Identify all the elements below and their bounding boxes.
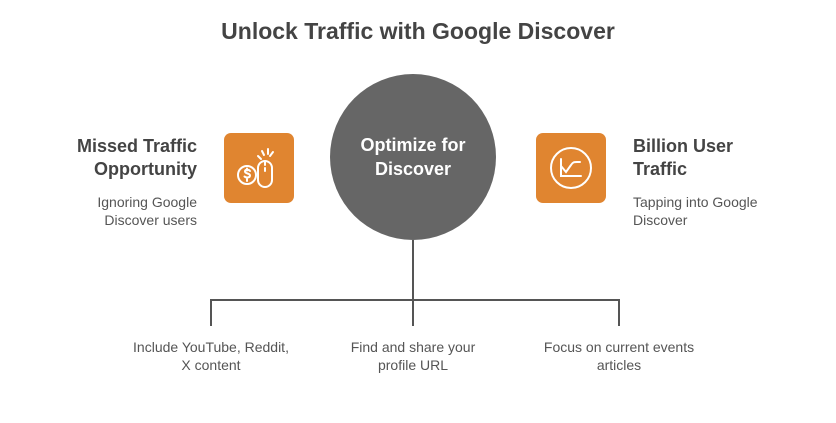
connector-drop xyxy=(412,299,414,326)
connector-bar xyxy=(210,299,620,301)
center-label-line2: Discover xyxy=(374,159,452,179)
center-label-line1: Optimize for xyxy=(360,135,466,155)
connector-drop xyxy=(210,299,212,326)
connector-trunk xyxy=(412,240,414,300)
diagram-title: Unlock Traffic with Google Discover xyxy=(221,18,615,44)
dollar-mouse-icon xyxy=(224,133,294,203)
chart-circle-icon xyxy=(536,133,606,203)
branch-item: Include YouTube, Reddit,X content xyxy=(133,339,289,373)
connector-drop xyxy=(618,299,620,326)
